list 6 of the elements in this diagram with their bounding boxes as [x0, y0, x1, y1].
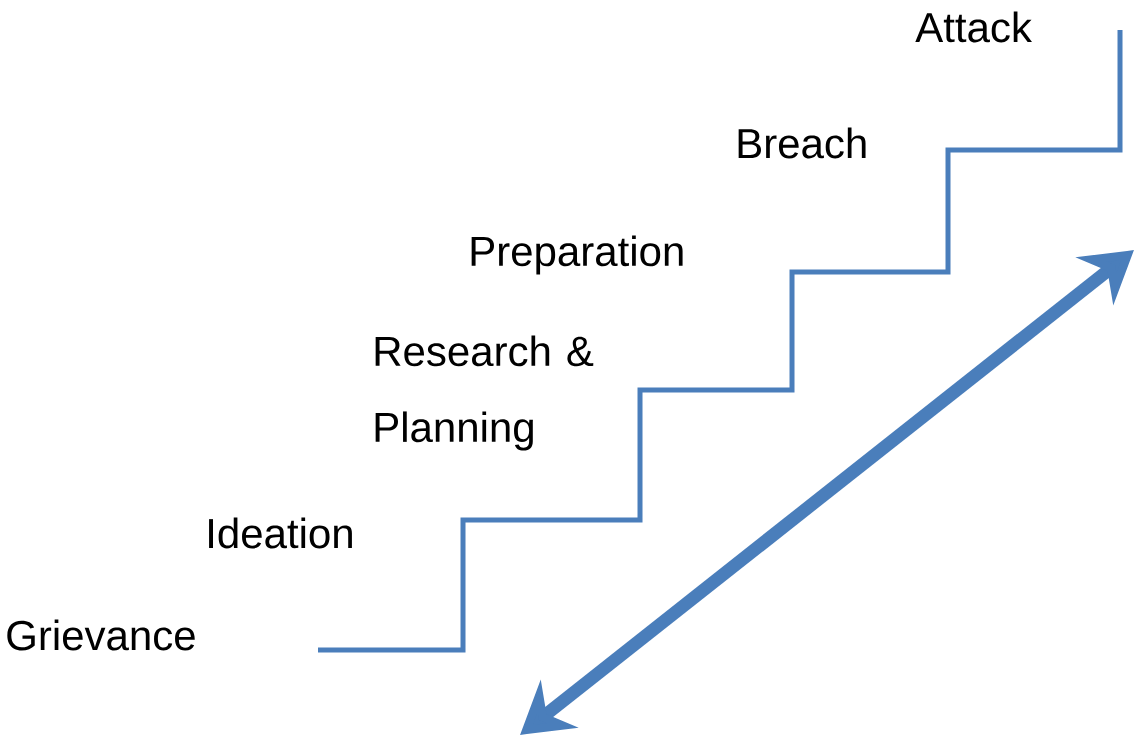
- step-label: Attack: [915, 11, 1032, 43]
- step-label: Breach: [738, 127, 866, 159]
- step-label: Research & Planning: [375, 335, 594, 451]
- step-label: Preparation: [471, 235, 683, 275]
- step-label: Grievance: [7, 619, 195, 651]
- step-label: Ideation: [209, 517, 352, 549]
